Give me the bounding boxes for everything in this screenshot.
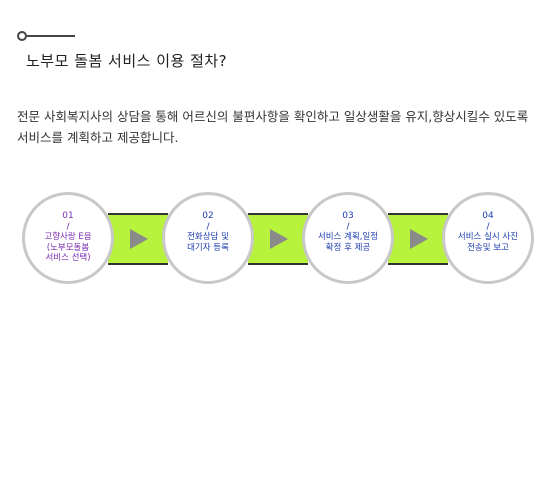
step-separator: / [206, 221, 210, 232]
title-marker-bar [27, 35, 75, 37]
connector-2-3 [248, 213, 308, 265]
step-separator: / [486, 221, 490, 232]
play-arrow-icon [410, 229, 428, 249]
step-4: 04 / 서비스 실시 사진 전송및 보고 [442, 192, 534, 284]
step-4-content: 04 / 서비스 실시 사진 전송및 보고 [445, 211, 531, 253]
step-3-content: 03 / 서비스 계획,일정 확정 후 제공 [305, 211, 391, 253]
play-arrow-icon [130, 229, 148, 249]
step-number: 04 [482, 211, 494, 221]
step-label: 전화상담 및 대기자 등록 [187, 232, 229, 253]
step-number: 01 [62, 211, 74, 221]
title-marker-dot [17, 31, 27, 41]
play-arrow-icon [270, 229, 288, 249]
step-2: 02 / 전화상담 및 대기자 등록 [162, 192, 254, 284]
title-marker-icon [17, 31, 77, 41]
step-1: 01 / 고향사랑 E음 (노부모돌봄 서비스 선택) [22, 192, 114, 284]
connector-3-4 [388, 213, 448, 265]
step-label: 서비스 계획,일정 확정 후 제공 [317, 232, 379, 253]
step-separator: / [346, 221, 350, 232]
step-number: 03 [342, 211, 354, 221]
step-number: 02 [202, 211, 214, 221]
step-separator: / [66, 221, 70, 232]
step-label: 고향사랑 E음 (노부모돌봄 서비스 선택) [44, 232, 92, 263]
step-label: 서비스 실시 사진 전송및 보고 [457, 232, 519, 253]
step-3: 03 / 서비스 계획,일정 확정 후 제공 [302, 192, 394, 284]
connector-1-2 [108, 213, 168, 265]
step-2-content: 02 / 전화상담 및 대기자 등록 [165, 211, 251, 253]
page-description: 전문 사회복지사의 상담을 통해 어르신의 불편사항을 확인하고 일상생활을 유… [17, 109, 529, 145]
process-flow: 01 / 고향사랑 E음 (노부모돌봄 서비스 선택) 02 / 전화상담 및 … [22, 192, 534, 292]
step-1-content: 01 / 고향사랑 E음 (노부모돌봄 서비스 선택) [25, 211, 111, 264]
page-title: 노부모 돌봄 서비스 이용 절차? [26, 52, 228, 70]
